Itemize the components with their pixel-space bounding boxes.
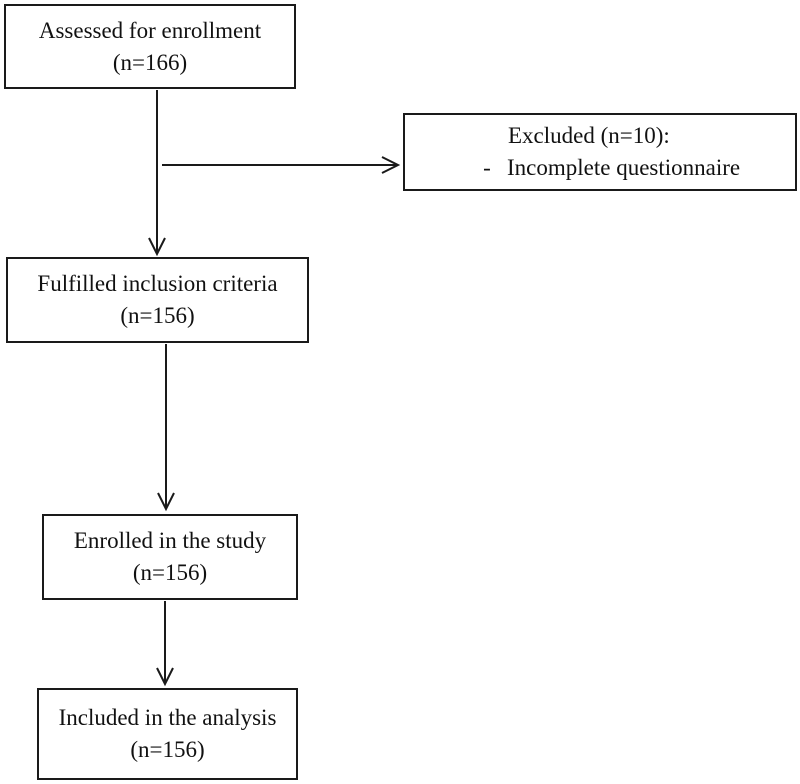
assessed-for-enrollment-box: Assessed for enrollment (n=166) xyxy=(4,4,296,89)
fulfilled-label: Fulfilled inclusion criteria xyxy=(37,271,278,296)
enrolled-count: (n=156) xyxy=(132,560,208,585)
arrowhead-right-excluded xyxy=(381,156,401,174)
assessed-count: (n=166) xyxy=(112,49,188,75)
arrowhead-down-enrolled xyxy=(157,492,175,512)
excluded-reason-label: Incomplete questionnaire xyxy=(507,155,741,180)
excluded-reason-bullet: - xyxy=(483,155,491,180)
included-count: (n=156) xyxy=(130,737,205,762)
excluded-reason-item: - Incomplete questionnaire xyxy=(405,152,795,184)
arrowhead-down-fulfilled xyxy=(148,237,166,257)
fulfilled-inclusion-box: Fulfilled inclusion criteria (n=156) xyxy=(6,257,309,343)
enrolled-label: Enrolled in the study xyxy=(73,528,267,553)
fulfilled-count: (n=156) xyxy=(120,303,195,328)
assessed-label: Assessed for enrollment xyxy=(38,17,262,43)
included-analysis-box: Included in the analysis (n=156) xyxy=(37,688,298,780)
excluded-box: Excluded (n=10): - Incomplete questionna… xyxy=(403,113,797,191)
included-label: Included in the analysis xyxy=(58,705,277,730)
arrowhead-down-included xyxy=(156,667,174,687)
excluded-title: Excluded (n=10): xyxy=(508,123,670,148)
enrolled-box: Enrolled in the study (n=156) xyxy=(42,514,298,600)
